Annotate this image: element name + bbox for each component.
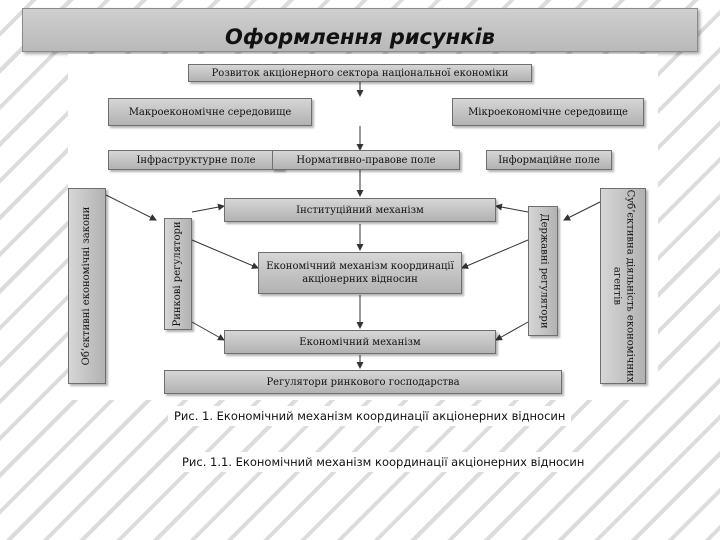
- infrastructure-field-label: Інфраструктурне поле: [136, 154, 256, 166]
- macro-environment-box: Макроекономічне середовище: [108, 98, 312, 126]
- arrow-market-to-coordination: [191, 239, 259, 269]
- arrow-state-to-coordination: [461, 239, 529, 269]
- arrow-market-to-economic: [191, 321, 225, 341]
- objective-laws-label: Об’єктивні економічні закони: [80, 206, 92, 366]
- macro-environment-label: Макроекономічне середовище: [128, 106, 292, 118]
- top-box: Розвиток акціонерного сектора національн…: [188, 64, 532, 82]
- slide-title: Оформлення рисунків: [225, 25, 495, 49]
- market-regulators-label: Ринкові регулятори: [171, 221, 183, 327]
- arrow-laws-to-market: [105, 194, 157, 221]
- economic-mechanism-label: Економічний механізм: [299, 336, 421, 348]
- infrastructure-field-box: Інфраструктурне поле: [108, 150, 284, 170]
- micro-environment-label: Мікроекономічне середовище: [468, 106, 628, 118]
- state-regulators-label: Державні регулятори: [538, 213, 550, 329]
- economic-agents-label: Суб’єктивна діяльність економічних агент…: [611, 190, 636, 383]
- market-regulators-bottom-label: Регулятори ринкового господарства: [266, 376, 460, 388]
- economic-mechanism-box: Економічний механізм: [224, 330, 496, 354]
- institutional-mechanism-label: Інституційний механізм: [296, 204, 424, 216]
- arrow-state-to-economic: [495, 321, 529, 341]
- arrow-market-to-institutional: [191, 203, 225, 213]
- arrow-state-to-institutional: [495, 203, 529, 213]
- figure-caption-2: Рис. 1.1. Економічний механізм координац…: [176, 452, 591, 472]
- micro-environment-box: Мікроекономічне середовище: [452, 98, 644, 126]
- state-regulators-box: [528, 206, 558, 336]
- title-bar: Оформлення рисунків: [22, 8, 698, 52]
- institutional-mechanism-box: Інституційний механізм: [224, 198, 496, 222]
- figure-caption-1: Рис. 1. Економічний механізм координації…: [168, 406, 572, 426]
- information-field-box: Інформаційне поле: [486, 150, 612, 170]
- legal-field-box: Нормативно-правове поле: [272, 150, 460, 170]
- information-field-label: Інформаційне поле: [498, 154, 600, 166]
- economic-agents-label-line1: Суб’єктивна діяльність економічних: [624, 189, 636, 383]
- market-regulators-bottom-box: Регулятори ринкового господарства: [164, 370, 562, 394]
- objective-laws-box: [68, 188, 106, 384]
- market-regulators-box: [164, 218, 192, 330]
- coordination-mechanism-label: Економічний механізм координації акціоне…: [266, 261, 454, 285]
- economic-agents-label-line2: агентів: [612, 266, 623, 306]
- coordination-mechanism-box: Економічний механізм координації акціоне…: [258, 252, 462, 294]
- economic-agents-box: [600, 188, 646, 384]
- top-box-label: Розвиток акціонерного сектора національн…: [211, 67, 509, 79]
- legal-field-label: Нормативно-правове поле: [296, 154, 436, 166]
